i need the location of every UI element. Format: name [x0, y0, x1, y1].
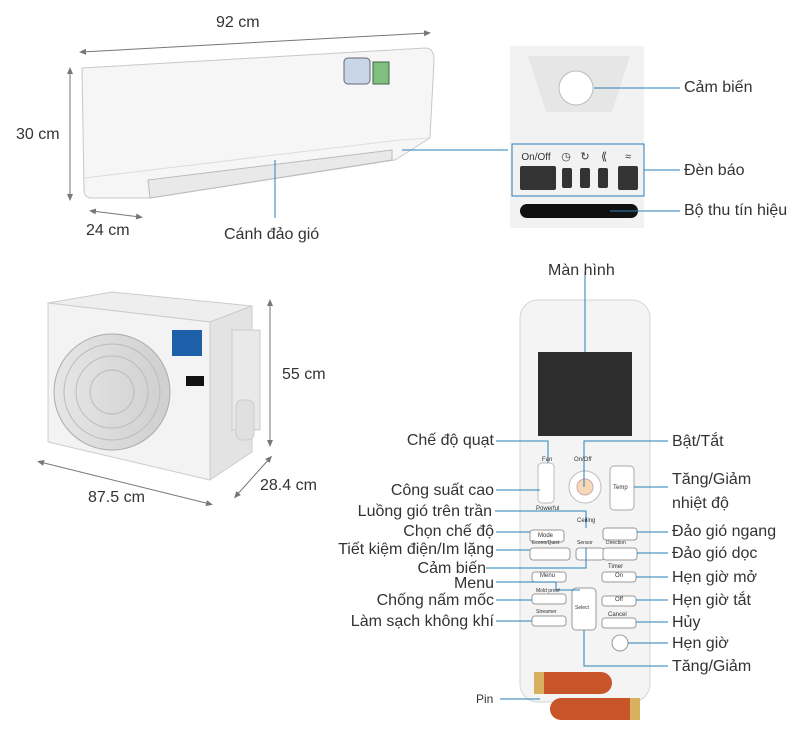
remote-btn-off: Off	[615, 597, 623, 603]
remote-label-timer-off: Hẹn giờ tắt	[672, 592, 751, 609]
remote-label-swing-horizontal: Đảo gió ngang	[672, 523, 777, 540]
remote-btn-ceiling: Ceiling	[577, 518, 596, 524]
remote-btn-cancel: Cancel	[608, 612, 627, 618]
dim-line-outdoor-depth	[233, 455, 273, 499]
remote-btn-onoff: On/Off	[574, 457, 592, 463]
sensor-label: Cảm biến	[684, 79, 753, 96]
indoor-unit	[81, 47, 435, 199]
indoor-depth-label: 24 cm	[86, 222, 130, 239]
remote-btn-powerful: Powerful	[536, 506, 560, 512]
svg-text:◷: ◷	[561, 151, 571, 163]
indicator-panel: On/Off ◷ ↻ ⟪ ≈	[510, 46, 645, 228]
dim-line-outdoor-width	[37, 460, 213, 506]
remote-btn-on: On	[615, 573, 624, 579]
svg-text:⟪: ⟪	[601, 151, 607, 163]
outdoor-height-label: 55 cm	[282, 366, 326, 383]
remote-label-swing-vertical: Đảo gió dọc	[672, 545, 758, 562]
remote-btn-fan: Fan	[542, 457, 553, 463]
battery-label: Pin	[476, 692, 494, 706]
remote-btn-direction: Direction	[606, 540, 626, 546]
remote-label-econo-quiet: Tiết kiệm điện/Im lặng	[338, 541, 494, 558]
remote-btn-sensor: Sensor	[577, 540, 593, 546]
remote-label-menu: Menu	[453, 575, 494, 592]
remote-label-mode: Chọn chế độ	[403, 523, 494, 540]
remote-btn-temp: Temp	[613, 485, 628, 491]
receiver-label: Bộ thu tín hiệu	[684, 202, 788, 219]
remote-label-on-off: Bật/Tắt	[672, 433, 724, 450]
outdoor-width-label: 87.5 cm	[88, 489, 145, 506]
outdoor-unit	[47, 291, 261, 481]
louver-label: Cánh đảo gió	[224, 226, 320, 243]
remote-label-fan-mode: Chế độ quạt	[406, 432, 494, 449]
remote-label-sensor: Cảm biến	[417, 560, 486, 577]
outdoor-depth-label: 28.4 cm	[260, 477, 317, 494]
remote-btn-menu: Menu	[540, 573, 556, 579]
remote-label-temp-2: nhiệt độ	[672, 495, 729, 512]
dim-line-indoor-width	[79, 30, 431, 55]
indicator-label: Đèn báo	[684, 162, 745, 179]
remote-btn-timer: Timer	[608, 564, 624, 570]
remote-btn-select: Select	[575, 605, 589, 611]
remote-btn-econo: Econo/Quiet	[532, 540, 560, 546]
remote-label-mold-proof: Chống nấm mốc	[376, 592, 494, 609]
remote-label-timer-on: Hẹn giờ mở	[672, 569, 758, 586]
svg-text:↻: ↻	[580, 151, 589, 163]
remote-label-timer: Hẹn giờ	[672, 635, 729, 652]
indoor-height-label: 30 cm	[16, 126, 60, 143]
remote-btn-streamer: Streamer	[536, 609, 557, 615]
remote-leaders	[486, 272, 668, 700]
remote-label-ceiling: Luồng gió trên trần	[357, 503, 492, 520]
remote-label-temp-1: Tăng/Giảm	[672, 471, 752, 488]
remote-label-powerful: Công suất cao	[390, 482, 494, 499]
remote-btn-mode: Mode	[538, 533, 554, 539]
remote-btn-mold: Mold proof	[536, 588, 560, 594]
remote-label-cancel: Hủy	[672, 614, 701, 631]
svg-text:≈: ≈	[625, 151, 631, 163]
remote-label-select: Tăng/Giảm	[672, 658, 752, 675]
remote-control	[519, 299, 651, 720]
dim-line-indoor-depth	[89, 208, 143, 220]
panel-onoff-text: On/Off	[521, 152, 550, 163]
indoor-width-label: 92 cm	[216, 14, 260, 31]
remote-label-streamer: Làm sạch không khí	[350, 613, 494, 630]
screen-label: Màn hình	[548, 262, 615, 279]
